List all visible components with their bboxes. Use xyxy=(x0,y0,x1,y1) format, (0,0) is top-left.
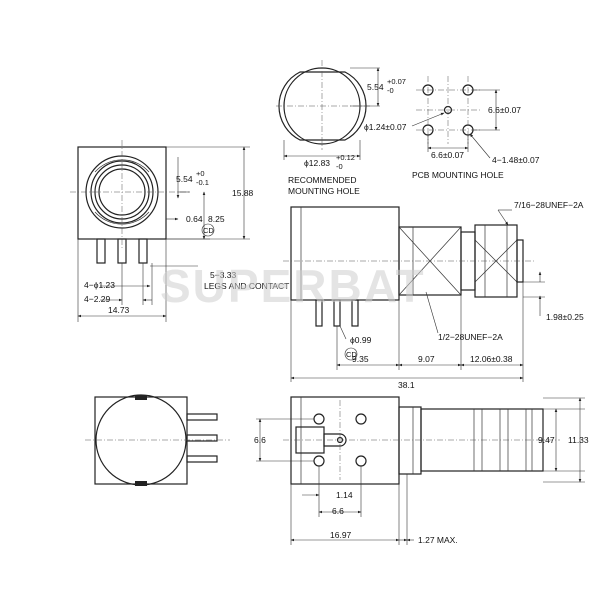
front-dim-4-2-29: 4−2.29 xyxy=(84,294,111,304)
side-dim-1-98: 1.98±0.25 xyxy=(546,312,584,322)
hole-dim-5-54-tol-up: +0.07 xyxy=(387,77,406,86)
front-dim-0-64: 0.64 xyxy=(186,214,203,224)
front-dim-8-25: 8.25 xyxy=(208,214,225,224)
pcb-dim-4-1-48: 4−1.48±0.07 xyxy=(492,155,540,165)
bottom-dim-11-33: 11.33 xyxy=(568,435,589,445)
pcb-dim-1-24: ϕ1.24±0.07 xyxy=(364,122,407,132)
pcb-dim-6-6-h: 6.6±0.07 xyxy=(431,150,464,160)
front-dim-5-54: 5.54 xyxy=(176,174,193,184)
legs-label-line1: 5−3.33 xyxy=(210,270,237,280)
side-thread-top: 7/16−28UNEF−2A xyxy=(514,200,584,210)
front-dim-14-73: 14.73 xyxy=(108,305,130,315)
side-thread-bot: 1/2−28UNEF−2A xyxy=(438,332,503,342)
hole-label-line1: RECOMMENDED xyxy=(288,175,356,185)
bottom-view: 6.6 1.14 6.6 9.47 11.33 16.97 1.27 MAX. xyxy=(254,396,589,545)
bottom-dim-6-6-v: 6.6 xyxy=(254,435,266,445)
pcb-dim-6-6-v: 6.6±0.07 xyxy=(488,105,521,115)
side-dim-9-35: 9.35 xyxy=(352,354,369,364)
bottom-dim-1-14: 1.14 xyxy=(336,490,353,500)
bottom-dim-9-47: 9.47 xyxy=(538,435,555,445)
watermark: SUPERBAT xyxy=(160,260,426,312)
hole-dim-5-54: 5.54 xyxy=(367,82,384,92)
front-datum-cd: CD xyxy=(203,226,214,235)
front-dim-4-1-23: 4−ϕ1.23 xyxy=(84,280,115,290)
hole-label-line2: MOUNTING HOLE xyxy=(288,186,360,196)
hole-dim-12-83-tol-dn: -0 xyxy=(336,162,343,171)
front-dim-5-54-tol-dn: -0.1 xyxy=(196,178,209,187)
hole-dim-12-83: ϕ12.83 xyxy=(304,158,330,168)
pcb-hole-label: PCB MOUNTING HOLE xyxy=(412,170,504,180)
side-view: 7/16−28UNEF−2A ϕ0.99 1/2−28UNEF−2A 1.98±… xyxy=(283,200,584,390)
hole-dim-12-83-tol-up: +0.12 xyxy=(336,153,355,162)
mounting-hole-view: 5.54 +0.07 -0 ϕ12.83 +0.12 -0 RECOMMENDE… xyxy=(276,60,406,196)
bottom-dim-1-27: 1.27 MAX. xyxy=(418,535,458,545)
hole-dim-5-54-tol-dn: -0 xyxy=(387,86,394,95)
side-dim-38-1: 38.1 xyxy=(398,380,415,390)
rear-view xyxy=(85,394,230,486)
side-dim-12-06: 12.06±0.38 xyxy=(470,354,513,364)
front-view: 5.54 +0 -0.1 15.88 0.64 8.25 CD 4−ϕ1.23 … xyxy=(70,140,289,322)
side-datum-cd: CD xyxy=(346,350,357,359)
side-dim-0-99: ϕ0.99 xyxy=(350,335,372,345)
pcb-hole-view: 6.6±0.07 ϕ1.24±0.07 6.6±0.07 4−1.48±0.07… xyxy=(364,76,540,180)
bottom-dim-16-97: 16.97 xyxy=(330,530,352,540)
front-dim-5-54-tol-up: +0 xyxy=(196,169,205,178)
legs-label-line2: LEGS AND CONTACT xyxy=(204,281,289,291)
front-dim-15-88: 15.88 xyxy=(232,188,254,198)
bottom-dim-6-6-h: 6.6 xyxy=(332,506,344,516)
side-dim-9-07: 9.07 xyxy=(418,354,435,364)
